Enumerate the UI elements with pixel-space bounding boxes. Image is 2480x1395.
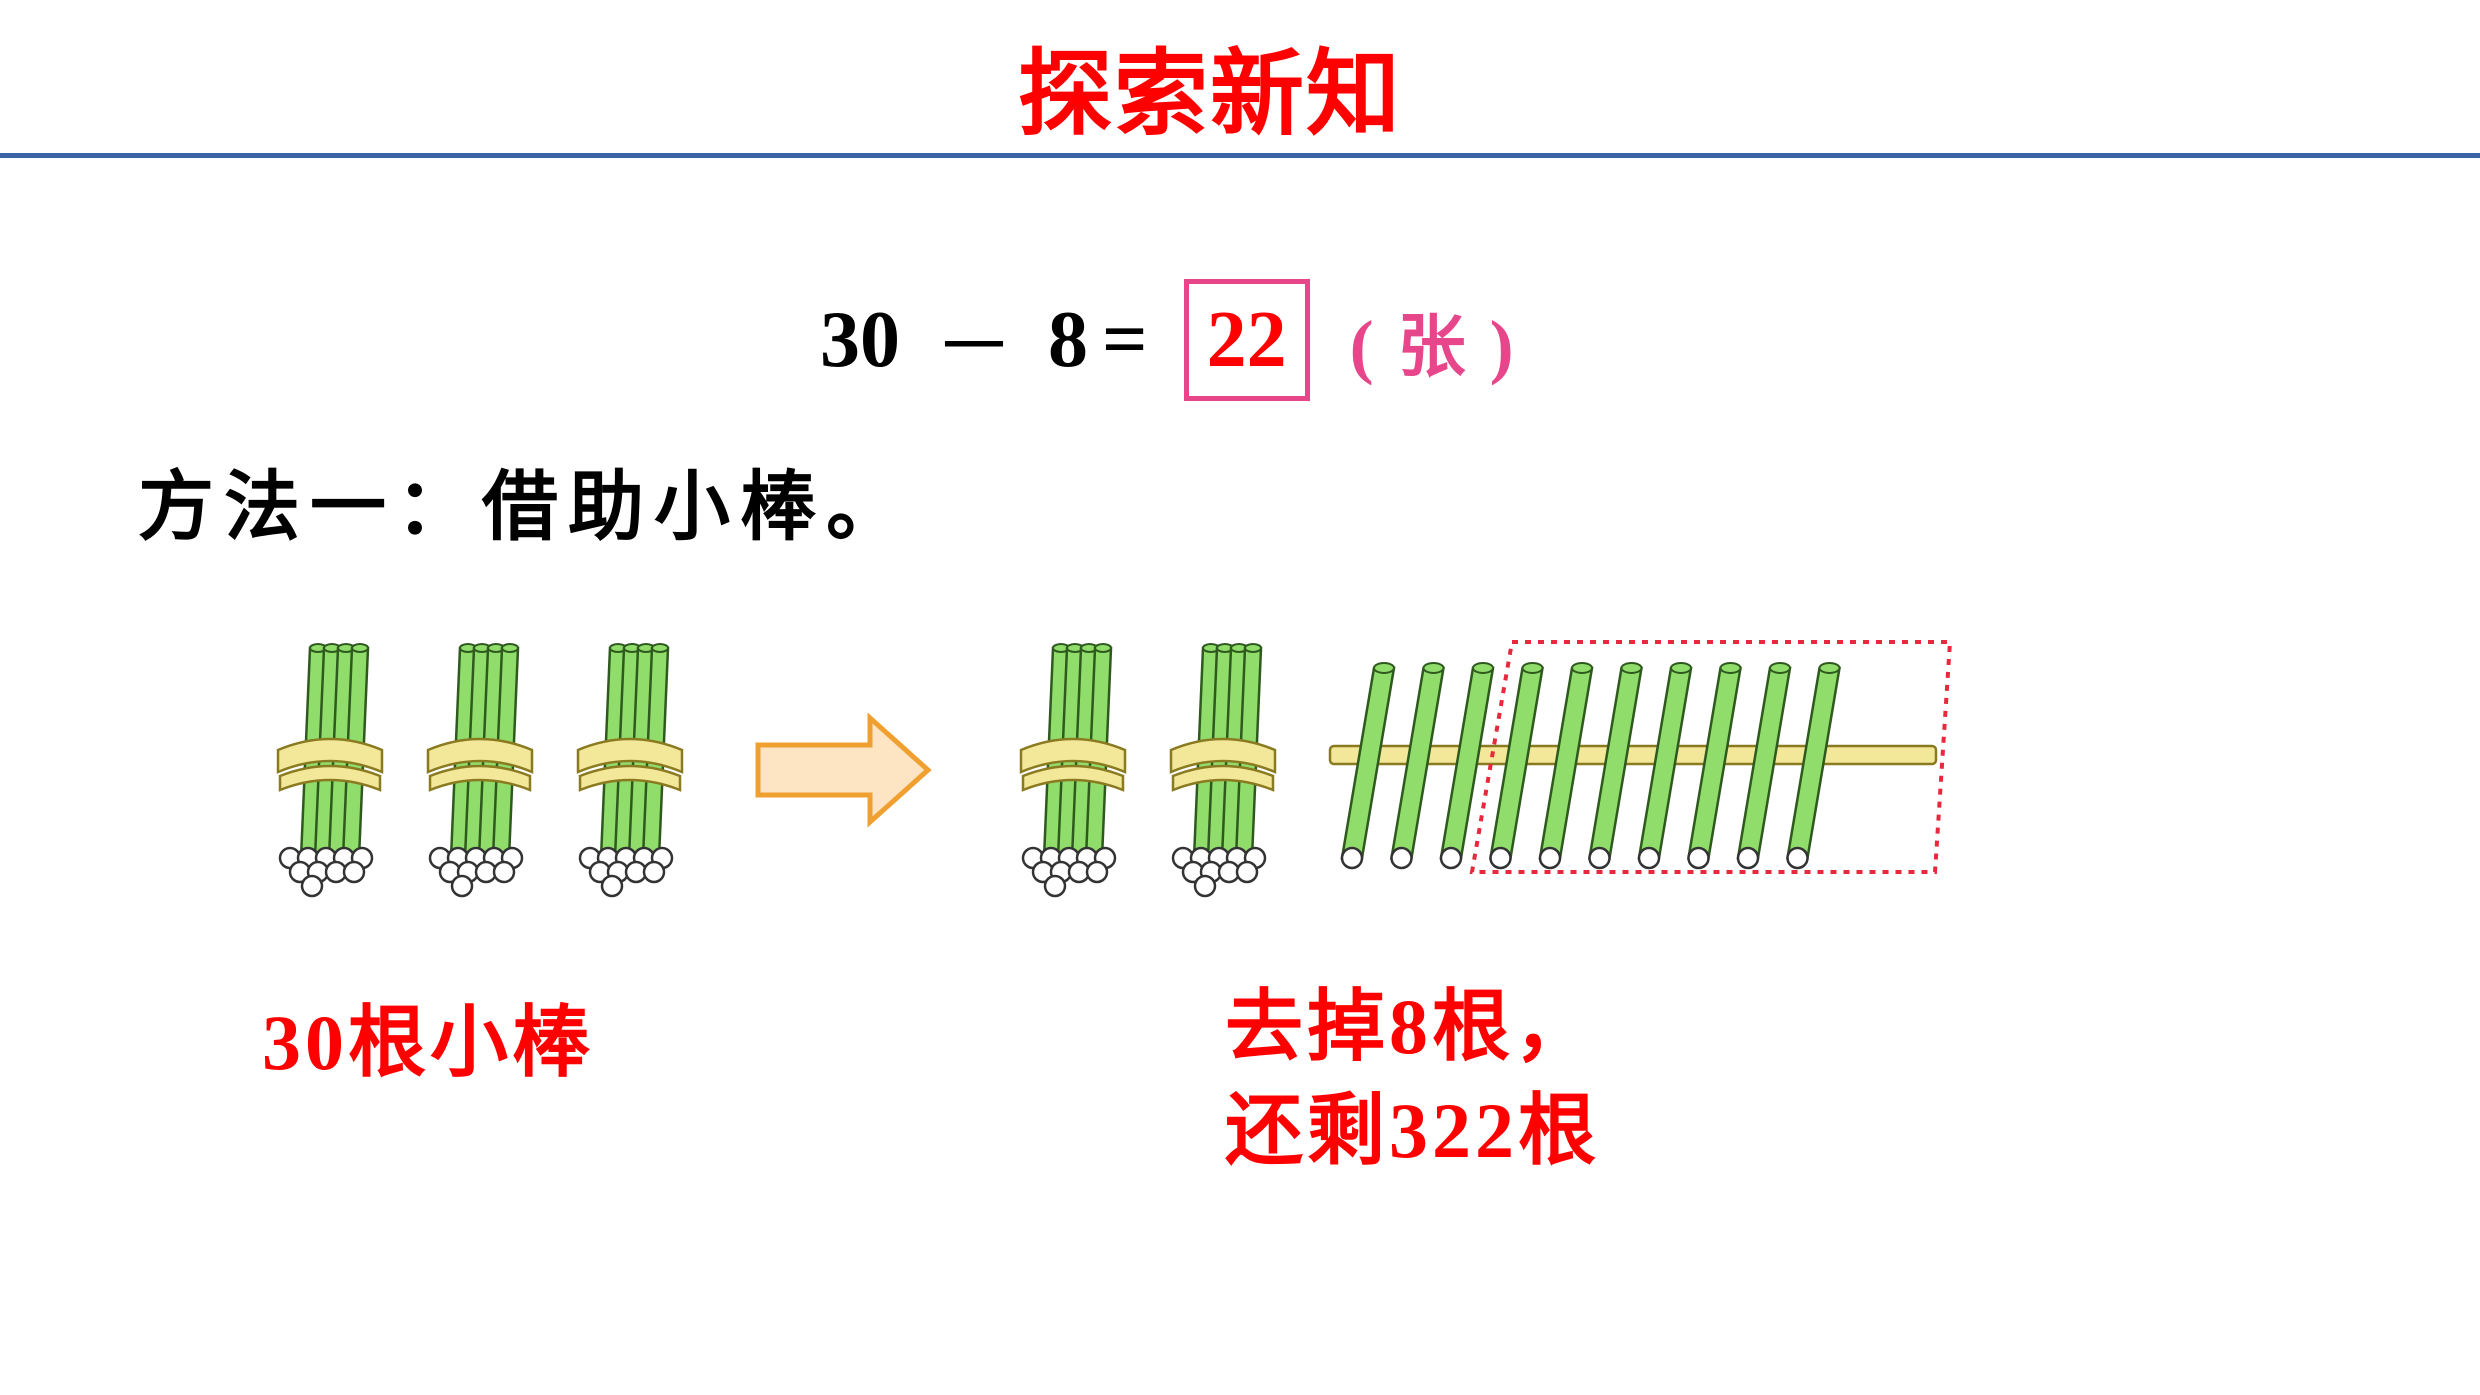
equation-equals: = bbox=[1102, 295, 1148, 384]
loose-stick-icon bbox=[1340, 662, 1396, 870]
loose-stick-icon bbox=[1439, 662, 1495, 870]
holding-rod bbox=[1328, 744, 1938, 766]
stick-bundle-icon bbox=[276, 643, 384, 898]
equation-operator: － bbox=[934, 300, 1014, 393]
loose-stick-icon bbox=[1637, 662, 1693, 870]
unit-text: 张 bbox=[1397, 307, 1466, 387]
unit-close-paren: ) bbox=[1489, 305, 1514, 386]
loose-stick-icon bbox=[1538, 662, 1594, 870]
right-stick-bundles bbox=[1019, 643, 1277, 898]
stick-bundle-icon bbox=[1169, 643, 1277, 898]
loose-stick-icon bbox=[1786, 662, 1841, 870]
left-stick-bundles bbox=[276, 643, 684, 898]
stick-bundle-icon bbox=[1019, 643, 1127, 898]
unit-label: ( 张) bbox=[1350, 291, 1514, 390]
equation-subtrahend: 8 bbox=[1048, 295, 1088, 384]
loose-stick-icon bbox=[1588, 662, 1643, 870]
page-title: 探索新知 bbox=[1017, 40, 1402, 149]
loose-sticks-row bbox=[1328, 662, 1938, 870]
right-caption: 去掉8根， 还剩322根 bbox=[1225, 975, 1600, 1183]
right-caption-line1: 去掉8根， bbox=[1225, 983, 1597, 1070]
loose-stick-icon bbox=[1489, 662, 1544, 870]
loose-stick-icon bbox=[1736, 662, 1792, 870]
left-caption: 30根小棒 bbox=[262, 999, 595, 1086]
stick-bundle-icon bbox=[426, 643, 534, 898]
stick-bundle-icon bbox=[576, 643, 684, 898]
loose-stick-icon bbox=[1390, 662, 1445, 870]
right-arrow-icon bbox=[755, 712, 932, 828]
subtraction-equation: 30 － 8 = 22 ( 张) bbox=[820, 279, 1514, 401]
answer-box: 22 bbox=[1183, 279, 1310, 401]
stick-illustration bbox=[276, 640, 1953, 898]
right-caption-line2: 还剩322根 bbox=[1225, 1087, 1601, 1174]
equation-minuend: 30 bbox=[820, 295, 900, 384]
loose-stick-icon bbox=[1687, 662, 1742, 870]
method-heading: 方法一：借助小棒。 bbox=[138, 462, 912, 551]
title-divider bbox=[0, 153, 2480, 158]
unit-open-paren: ( bbox=[1349, 305, 1374, 386]
removed-sticks-dashed-frame bbox=[1469, 640, 1953, 874]
